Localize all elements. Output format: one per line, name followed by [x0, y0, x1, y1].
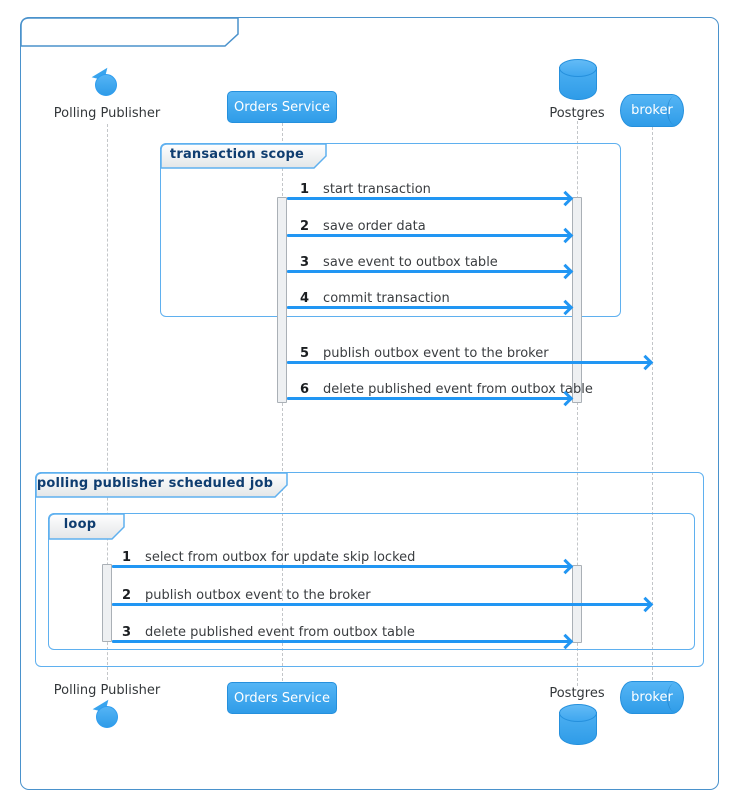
- mainframe-title-tab: [20, 17, 239, 47]
- message-label: 1 start transaction: [300, 181, 431, 197]
- lifeline-polling-publisher: [107, 124, 108, 680]
- control-circle-icon: [96, 706, 118, 728]
- message-number: 5: [300, 346, 310, 361]
- message-text: delete published event from outbox table: [145, 625, 415, 640]
- frame-scheduled-job: [35, 472, 704, 667]
- message-label: 3 save event to outbox table: [300, 254, 498, 270]
- message-arrow: [287, 361, 650, 364]
- control-icon: [92, 696, 120, 728]
- message-arrow: [287, 234, 570, 237]
- message-text: save event to outbox table: [323, 255, 498, 270]
- message-number: 6: [300, 382, 310, 397]
- activation-orders-service: [277, 197, 287, 403]
- queue-label: broker: [631, 690, 673, 705]
- participant-orders-service-bottom: Orders Service: [227, 682, 337, 714]
- message-label: 5 publish outbox event to the broker: [300, 345, 549, 361]
- frame-transaction-scope: [160, 143, 621, 317]
- control-circle-icon: [95, 74, 117, 96]
- message-text: commit transaction: [323, 291, 450, 306]
- participant-broker-bottom: broker: [620, 681, 684, 714]
- message-text: start transaction: [323, 182, 431, 197]
- frame-transaction-scope-tab: [160, 143, 327, 169]
- queue-cap-icon: [667, 96, 683, 125]
- participant-broker-top: broker: [620, 94, 684, 127]
- message-label: 2 save order data: [300, 218, 426, 234]
- database-top-icon: [559, 704, 597, 722]
- message-number: 1: [122, 550, 132, 565]
- message-arrow: [112, 640, 570, 643]
- participant-label-postgres-top: Postgres: [549, 106, 605, 121]
- message-arrow: [287, 197, 570, 200]
- message-text: publish outbox event to the broker: [323, 346, 549, 361]
- message-label: 3 delete published event from outbox tab…: [122, 624, 415, 640]
- message-number: 2: [122, 588, 132, 603]
- message-arrow: [287, 397, 570, 400]
- message-arrow: [287, 270, 570, 273]
- message-arrow: [112, 603, 650, 606]
- frame-loop-tab: [48, 513, 125, 540]
- message-text: publish outbox event to the broker: [145, 588, 371, 603]
- queue-label: broker: [631, 103, 673, 118]
- activation-polling-publisher: [102, 564, 112, 642]
- participant-label-postgres-bottom: Postgres: [549, 686, 605, 701]
- lifeline-postgres: [577, 121, 578, 686]
- message-label: 1 select from outbox for update skip loc…: [122, 549, 415, 565]
- activation-postgres-tx: [572, 197, 582, 403]
- lifeline-broker: [652, 127, 653, 680]
- diagram-mainframe: [20, 17, 719, 790]
- participant-label-polling-publisher-top: Polling Publisher: [53, 106, 161, 121]
- message-text: select from outbox for update skip locke…: [145, 550, 416, 565]
- message-text: delete published event from outbox table: [323, 382, 593, 397]
- control-icon: [91, 64, 119, 96]
- participant-orders-service-top: Orders Service: [227, 91, 337, 123]
- frame-scheduled-job-label: polling publisher scheduled job: [36, 476, 274, 491]
- message-arrow: [287, 306, 570, 309]
- frame-scheduled-job-tab: [35, 472, 288, 498]
- database-icon: [559, 704, 597, 750]
- frame-loop: [48, 513, 695, 650]
- message-text: save order data: [323, 219, 426, 234]
- message-label: 4 commit transaction: [300, 290, 450, 306]
- message-number: 2: [300, 219, 310, 234]
- message-label: 2 publish outbox event to the broker: [122, 587, 371, 603]
- message-number: 3: [122, 625, 132, 640]
- database-top-icon: [559, 59, 597, 77]
- frame-loop-label: loop: [63, 517, 97, 532]
- queue-cap-icon: [667, 683, 683, 712]
- message-label: 6 delete published event from outbox tab…: [300, 381, 593, 397]
- message-number: 4: [300, 291, 310, 306]
- participant-label-polling-publisher-bottom: Polling Publisher: [53, 683, 161, 698]
- message-arrow: [112, 565, 570, 568]
- message-number: 3: [300, 255, 310, 270]
- database-icon: [559, 59, 597, 105]
- message-number: 1: [300, 182, 310, 197]
- frame-transaction-scope-label: transaction scope: [169, 147, 305, 162]
